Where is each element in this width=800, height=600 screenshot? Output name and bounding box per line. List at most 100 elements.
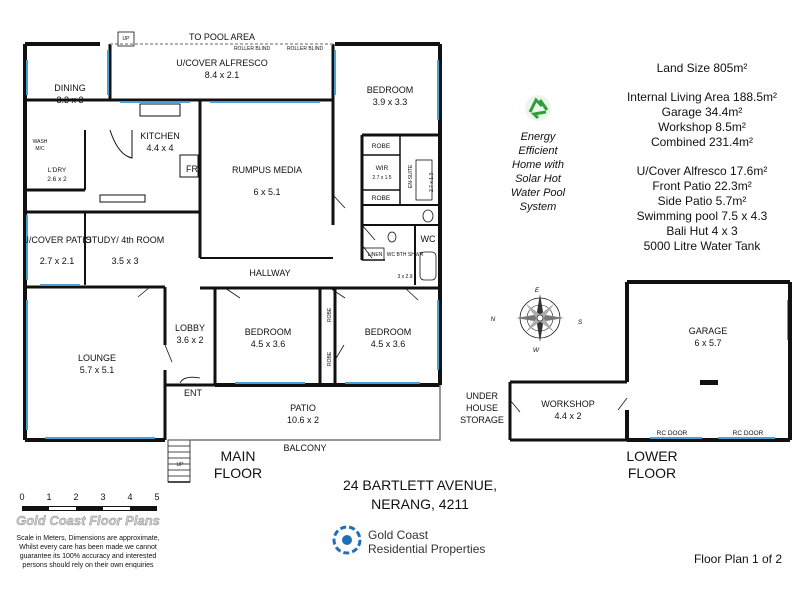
room-ensuite-name: EN-SUITE (408, 164, 414, 188)
balcony-label: BALCONY (283, 443, 326, 453)
room-bedroom-mid-dim: 4.5 x 3.6 (251, 339, 286, 349)
property-stats: Land Size 805m² Internal Living Area 188… (627, 61, 777, 253)
disclaimer-2: guarantee its 100% accuracy and interest… (20, 553, 157, 560)
room-kitchen-dim: 4.4 x 4 (146, 143, 173, 153)
balcony-rail (190, 385, 441, 441)
bathroom-fittings (361, 159, 437, 281)
brand-right-1: Gold Coast (368, 528, 429, 542)
compass-n: N (491, 316, 496, 323)
eco-line-3: Solar Hot (515, 173, 562, 185)
eco-line-2: Home with (512, 159, 564, 171)
scale-tick-0: 0 (19, 492, 24, 502)
stat-11: Bali Hut 4 x 3 (666, 224, 738, 238)
ent-label: ENT (184, 388, 203, 398)
lower-floor-walls (508, 280, 792, 442)
room-wir-name: WIR (376, 165, 389, 172)
lower-floor-name-2: FLOOR (628, 465, 676, 481)
room-wc-bth-dim: 3 x 2.9 (397, 274, 412, 280)
address: 24 BARTLETT AVENUE, NERANG, 4211 (343, 477, 497, 512)
mc-label: M/C (35, 146, 45, 152)
room-alfresco-name: U/COVER ALFRESCO (176, 58, 268, 68)
scale-tick-1: 1 (46, 492, 51, 502)
room-study-dim: 3.5 x 3 (111, 256, 138, 266)
compass (516, 294, 564, 342)
garage-name: GARAGE (689, 326, 728, 336)
fr-label: FR (186, 164, 198, 174)
linen-label: LINEN (368, 252, 383, 258)
roller-blind-1: ROLLER BLIND (234, 46, 271, 52)
eco-line-1: Efficient (518, 145, 558, 157)
room-rumpus-name: RUMPUS MEDIA (232, 165, 302, 175)
robe-label-v2: ROBE (327, 351, 333, 366)
room-bedroom-mid-name: BEDROOM (245, 327, 292, 337)
address-line-2: NERANG, 4211 (371, 496, 469, 512)
room-wir-dim: 2.7 x 1.5 (372, 175, 391, 181)
under-house-2: HOUSE (466, 403, 498, 413)
room-lounge-name: LOUNGE (78, 353, 116, 363)
stat-7: U/Cover Alfresco 17.6m² (637, 164, 768, 178)
under-house-1: UNDER (466, 391, 499, 401)
stat-3: Garage 34.4m² (662, 105, 743, 119)
room-patio-front-name: PATIO (290, 403, 316, 413)
top-stairs (117, 31, 135, 47)
eco-text: Energy Efficient Home with Solar Hot Wat… (511, 131, 566, 213)
hallway-label: HALLWAY (249, 268, 290, 278)
scale-tick-3: 3 (100, 492, 105, 502)
room-rumpus-dim: 6 x 5.1 (253, 187, 280, 197)
room-patio-left-name: U/COVER PATIO (22, 235, 91, 245)
plan-number: Floor Plan 1 of 2 (694, 552, 782, 566)
recycle-icon (525, 95, 551, 121)
room-dining-dim: 3.3 x 3 (56, 95, 83, 105)
scale-tick-5: 5 (154, 492, 159, 502)
room-alfresco-dim: 8.4 x 2.1 (205, 70, 240, 80)
compass-w: W (533, 347, 540, 354)
stat-2: Internal Living Area 188.5m² (627, 90, 777, 104)
scale-labels: 0 1 2 3 4 5 (19, 492, 159, 502)
room-wc-bth-name: WC BTH SHWR (387, 252, 424, 258)
room-bedroom-top-name: BEDROOM (367, 85, 414, 95)
compass-s: S (578, 319, 583, 326)
brand-left: Gold Coast Floor Plans (16, 513, 160, 528)
room-patio-front-dim: 10.6 x 2 (287, 415, 319, 425)
wash-label: WASH (33, 139, 48, 145)
main-floor-labels: TO POOL AREA ROLLER BLIND ROLLER BLIND U… (22, 32, 436, 481)
room-lobby-dim: 3.6 x 2 (176, 335, 203, 345)
windows (26, 50, 789, 439)
eco-line-0: Energy (521, 131, 557, 143)
robe-label-2: ROBE (372, 195, 391, 202)
eco-line-5: System (520, 201, 557, 213)
kitchen-bench (99, 103, 199, 203)
wc-label: WC (421, 234, 436, 244)
rc-door-1: RC DOOR (657, 430, 688, 437)
room-kitchen-name: KITCHEN (140, 131, 180, 141)
stat-12: 5000 Litre Water Tank (644, 239, 762, 253)
compass-e: E (535, 287, 540, 294)
disclaimer-1: Whilst every care has been made we canno… (19, 544, 157, 551)
garage-dim: 6 x 5.7 (694, 338, 721, 348)
address-line-1: 24 BARTLETT AVENUE, (343, 477, 497, 493)
room-study-name: STUDY/ 4th ROOM (86, 235, 165, 245)
workshop-dim: 4.4 x 2 (554, 411, 581, 421)
brand-logo-icon (332, 525, 362, 555)
lower-floor-name-1: LOWER (626, 448, 677, 464)
main-floor-name-1: MAIN (221, 448, 256, 464)
stat-4: Workshop 8.5m² (658, 120, 746, 134)
lower-floor-labels: GARAGE 6 x 5.7 WORKSHOP 4.4 x 2 UNDER HO… (460, 326, 764, 481)
room-ldry-dim: 2.6 x 2 (47, 176, 67, 183)
main-floor-name-2: FLOOR (214, 465, 262, 481)
main-floor-walls (23, 42, 442, 442)
stat-8: Front Patio 22.3m² (652, 179, 751, 193)
room-bedroom-top-dim: 3.9 x 3.3 (373, 97, 408, 107)
room-patio-left-dim: 2.7 x 2.1 (40, 256, 75, 266)
brand-right-2: Residential Properties (368, 542, 485, 556)
stat-5: Combined 231.4m² (651, 135, 753, 149)
top-label: TO POOL AREA (189, 32, 255, 42)
disclaimer: Scale in Meters, Dimensions are approxim… (16, 535, 159, 569)
up-top: UP (123, 36, 131, 42)
stat-0: Land Size 805m² (657, 61, 748, 75)
stat-9: Side Patio 5.7m² (658, 194, 747, 208)
robe-label-v1: ROBE (327, 307, 333, 322)
scale-bar (22, 506, 157, 511)
room-dining-name: DINING (54, 83, 86, 93)
